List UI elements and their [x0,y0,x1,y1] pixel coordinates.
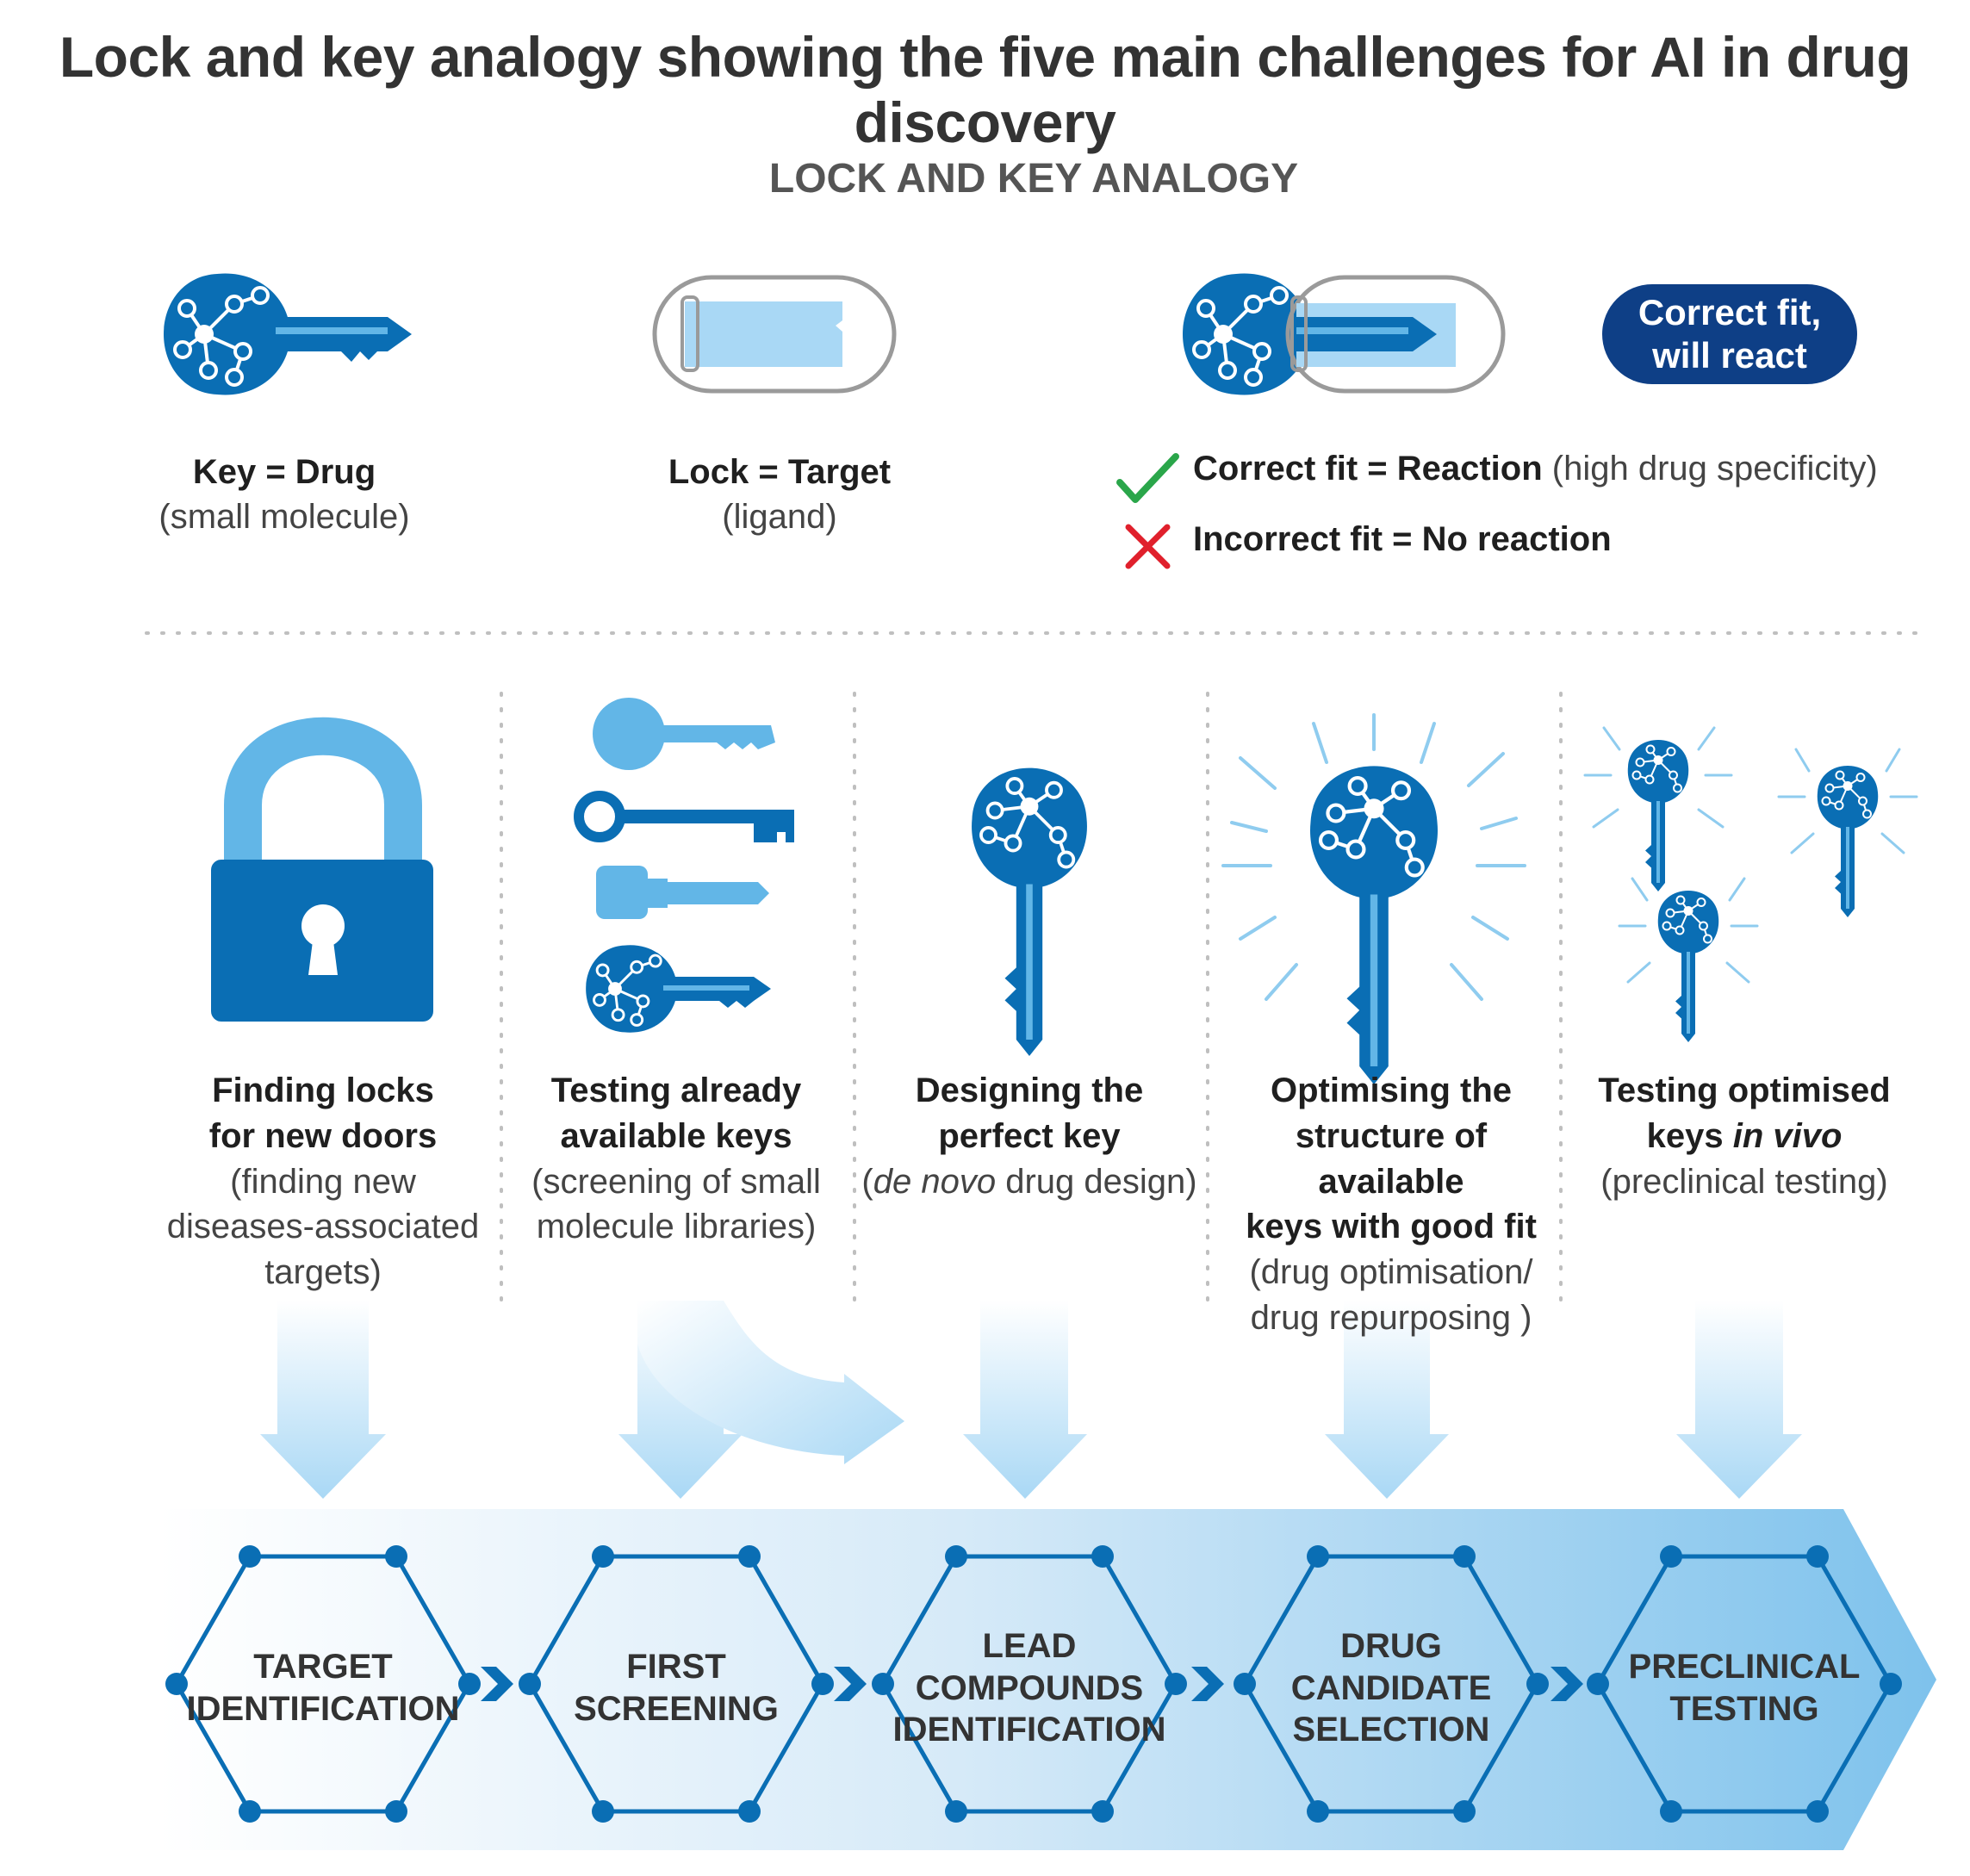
challenge-4-head-3: keys with good fit [1246,1208,1537,1246]
stage-3-line-3: IDENTIFICATION [892,1711,1166,1749]
challenge-2-desc-2: molecule libraries) [536,1208,817,1246]
correct-fit-legend: Correct fit = Reaction (high drug specif… [1193,450,1878,488]
incorrect-fit-label: Incorrect fit = No reaction [1193,520,1612,558]
correct-fit-label: Correct fit = Reaction [1193,450,1543,488]
stage-5-line-1: PRECLINICAL [1628,1648,1861,1687]
correct-fit-badge: Correct fit, will react [1602,284,1857,384]
challenge-4-desc-1: (drug optimisation/ [1249,1253,1533,1292]
stage-preclinical-testing: PRECLINICAL TESTING [1602,1619,1886,1757]
stage-drug-candidate-selection: DRUG CANDIDATE SELECTION [1249,1619,1533,1757]
stage-2-line-2: SCREENING [574,1690,779,1728]
challenge-5-head-2: keys in vivo [1572,1114,1917,1159]
stage-4-line-2: CANDIDATE [1290,1668,1492,1707]
challenge-1-desc-1: (finding new [230,1162,416,1201]
stage-lead-compounds-identification: LEAD COMPOUNDS IDENTIFICATION [887,1619,1171,1757]
challenge-1-desc-2: diseases-associated [166,1208,480,1246]
incorrect-fit-legend: Incorrect fit = No reaction [1193,520,1612,559]
down-arrows [260,1301,1802,1499]
optimised-key-icon [1221,713,1526,1084]
padlock-icon [211,717,433,1022]
challenge-4: Optimising the structure of available ke… [1219,1068,1563,1341]
curved-arrow [637,1301,904,1464]
challenge-2: Testing already available keys (screenin… [504,1068,848,1250]
stage-4-line-1: DRUG [1340,1626,1442,1665]
stage-4-line-3: SELECTION [1292,1711,1490,1749]
challenge-3-desc: (de novo drug design) [857,1159,1202,1205]
challenge-3-desc-italic: de novo [873,1162,997,1201]
challenge-2-desc-1: (screening of small [531,1162,821,1201]
lock-definition: Lock = Target (ligand) [637,450,922,539]
key-label: Key = Drug [192,453,376,491]
challenge-5-desc-1: (preclinical testing) [1600,1162,1888,1201]
challenge-1-head-1: Finding locks [212,1072,434,1109]
stage-2-line-1: FIRST [626,1648,726,1687]
challenge-1-head-2: for new doors [208,1116,438,1155]
challenge-5-head-2-italic: in vivo [1732,1116,1843,1155]
challenge-2-head-1: Testing already [550,1072,802,1109]
available-keys-icon [574,698,794,1034]
in-vivo-keys-icon [1583,726,1918,1042]
lock-label: Lock = Target [668,453,892,491]
challenge-3-head-1: Designing the [915,1072,1144,1109]
challenge-1: Finding locks for new doors (finding new… [151,1068,495,1295]
lock-cylinder-icon [652,275,897,394]
stage-3-line-1: LEAD [982,1626,1077,1665]
perfect-key-icon [972,768,1087,1056]
key-sublabel: (small molecule) [158,498,410,536]
key-molecule-icon [162,271,412,397]
challenge-3-desc-pre: ( [861,1162,873,1201]
challenge-5-head-2-pre: keys [1646,1116,1733,1155]
badge-line-1: Correct fit, [1638,292,1822,333]
challenge-3: Designing the perfect key (de novo drug … [857,1068,1202,1204]
challenge-2-head-2: available keys [560,1116,792,1155]
challenge-1-desc-3: targets) [264,1253,382,1292]
lock-sublabel: (ligand) [722,498,837,536]
challenge-4-head-1: Optimising the [1271,1072,1512,1109]
challenge-4-head-2: structure of available [1295,1116,1488,1201]
cross-icon [1125,524,1171,569]
stage-target-identification: TARGET IDENTIFICATION [181,1619,465,1757]
check-icon [1116,453,1179,503]
challenge-4-desc-2: drug repurposing ) [1250,1298,1532,1337]
stage-3-line-2: COMPOUNDS [915,1668,1144,1707]
stage-1-line-1: TARGET [253,1648,393,1687]
challenge-3-head-2: perfect key [938,1116,1121,1155]
page-title: Lock and key analogy showing the five ma… [59,25,1911,154]
challenge-5-head-1: Testing optimised [1598,1072,1891,1109]
challenge-3-desc-post: drug design) [996,1162,1197,1201]
challenge-5: Testing optimised keys in vivo (preclini… [1572,1068,1917,1204]
correct-fit-note: (high drug specificity) [1551,450,1878,488]
stage-5-line-2: TESTING [1669,1690,1819,1728]
stage-1-line-2: IDENTIFICATION [186,1690,460,1728]
stage-first-screening: FIRST SCREENING [534,1619,818,1757]
analogy-heading: LOCK AND KEY ANALOGY [768,156,1299,202]
key-definition: Key = Drug (small molecule) [155,450,413,539]
badge-line-2: will react [1652,335,1807,376]
key-in-lock-icon [1181,271,1506,397]
